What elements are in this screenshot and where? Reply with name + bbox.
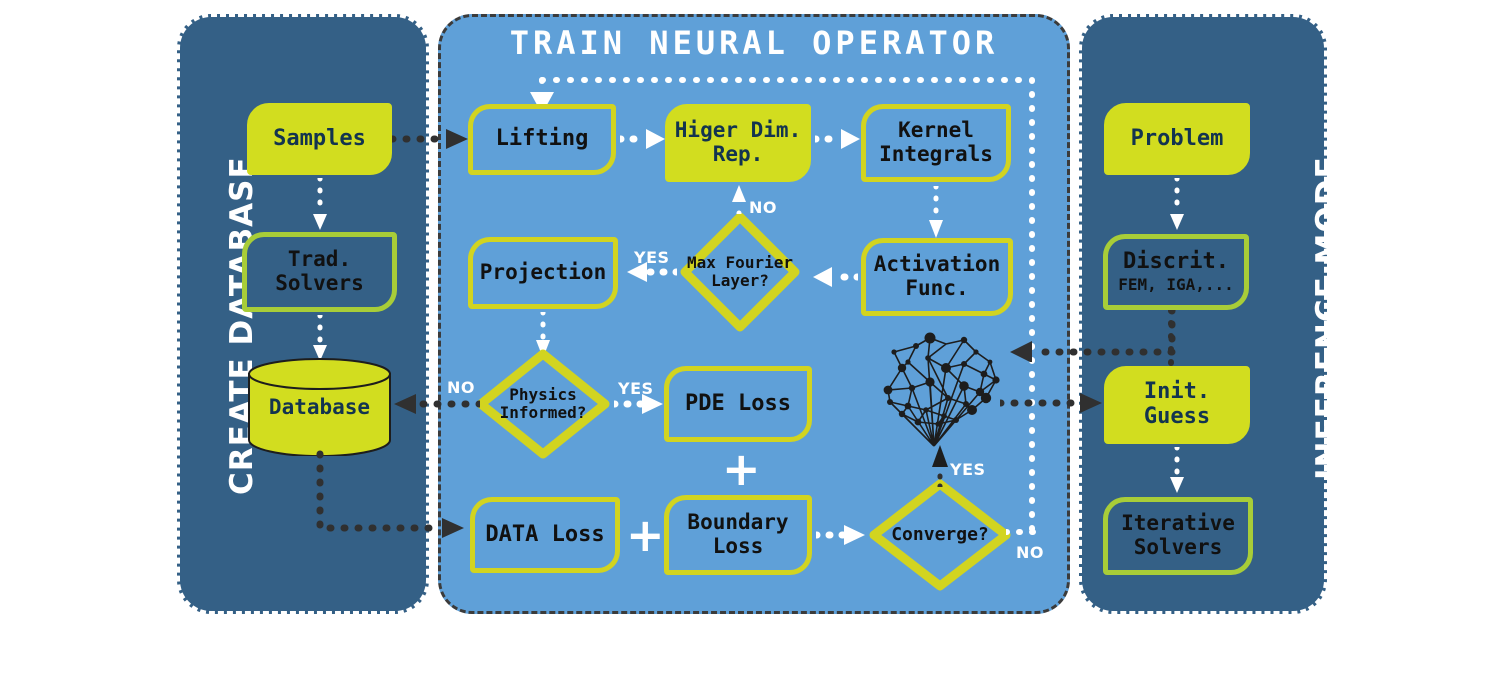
node-activation-func-label: Activation Func. xyxy=(873,252,1001,300)
edge-boundary-loss-to-converge xyxy=(812,524,866,546)
edge-problem-to-discrit xyxy=(1170,175,1184,232)
edge-init-guess-to-iterative-solvers xyxy=(1170,444,1184,495)
decision-physics-informed-label: Physics Informed? xyxy=(499,385,587,422)
panel-inference-mode-title: INFERENCE MODE xyxy=(1310,156,1346,480)
node-higher-dim-rep-label: Higer Dim. Rep. xyxy=(674,118,802,166)
neural-network-graph-icon xyxy=(868,328,1008,456)
node-trad-solvers[interactable]: Trad. Solvers xyxy=(242,232,397,312)
edge-converge-no-feedback-loop xyxy=(520,62,1040,542)
node-lifting[interactable]: Lifting xyxy=(468,104,616,175)
node-problem[interactable]: Problem xyxy=(1104,103,1250,175)
node-lifting-label: Lifting xyxy=(495,126,589,152)
node-boundary-loss-label: Boundary Loss xyxy=(687,510,789,558)
edge-physics-no-to-database xyxy=(392,393,484,415)
operator-plus-horizontal: + xyxy=(626,508,665,562)
node-data-loss-label: DATA Loss xyxy=(485,521,605,547)
decision-converge[interactable]: Converge? xyxy=(868,478,1012,592)
edge-converge-yes-to-network xyxy=(932,443,948,490)
edge-database-to-data-loss xyxy=(306,450,466,550)
node-trad-solvers-label: Trad. Solvers xyxy=(275,247,364,295)
node-database-label: Database xyxy=(268,395,371,419)
node-projection-label: Projection xyxy=(479,260,607,285)
edge-lifting-to-higher-dim xyxy=(616,128,666,150)
node-data-loss[interactable]: DATA Loss xyxy=(470,497,620,573)
edge-higher-dim-to-kernel xyxy=(811,128,861,150)
edge-label-max-fourier-no: NO xyxy=(749,198,777,217)
edge-max-fourier-no xyxy=(732,184,746,217)
node-samples[interactable]: Samples xyxy=(247,103,392,175)
node-iterative-solvers-label: Iterative Solvers xyxy=(1121,511,1235,559)
edge-physics-yes-to-pde-loss xyxy=(610,393,664,415)
decision-max-fourier-layer[interactable]: Max Fourier Layer? xyxy=(679,211,801,333)
node-boundary-loss[interactable]: Boundary Loss xyxy=(664,495,812,575)
node-pde-loss[interactable]: PDE Loss xyxy=(664,366,812,442)
node-pde-loss-label: PDE Loss xyxy=(685,390,791,416)
node-iterative-solvers[interactable]: Iterative Solvers xyxy=(1103,497,1253,575)
node-discrit-label: Discrit. FEM, IGA,... xyxy=(1118,249,1234,294)
edge-label-physics-yes: YES xyxy=(618,379,654,398)
node-higher-dim-rep[interactable]: Higer Dim. Rep. xyxy=(665,104,811,182)
edge-discrit-to-init-guess xyxy=(1160,307,1182,373)
edge-converge-no-stub xyxy=(1003,524,1040,540)
panel-train-neural-operator-title: TRAIN NEURAL OPERATOR xyxy=(509,24,999,62)
edge-activation-to-max-fourier xyxy=(812,266,862,288)
decision-converge-label: Converge? xyxy=(891,524,989,546)
node-discrit-sublabel: FEM, IGA,... xyxy=(1118,274,1234,294)
node-activation-func[interactable]: Activation Func. xyxy=(861,238,1013,316)
decision-max-fourier-layer-label: Max Fourier Layer? xyxy=(687,253,793,290)
node-discrit[interactable]: Discrit. FEM, IGA,... xyxy=(1103,234,1249,310)
edge-max-fourier-yes xyxy=(623,261,681,283)
edge-kernel-to-activation xyxy=(929,183,943,240)
edge-label-physics-no: NO xyxy=(447,378,475,397)
decision-physics-informed[interactable]: Physics Informed? xyxy=(475,348,611,460)
node-init-guess-label: Init. Guess xyxy=(1143,379,1211,429)
node-kernel-integrals[interactable]: Kernel Integrals xyxy=(861,104,1011,182)
edge-projection-to-physics xyxy=(536,309,550,360)
edge-samples-to-lifting xyxy=(388,128,470,150)
node-samples-label: Samples xyxy=(273,125,366,151)
edge-samples-to-trad-solvers xyxy=(313,175,327,232)
database-cylinder-icon xyxy=(248,358,391,458)
edge-network-to-init-guess xyxy=(996,392,1106,414)
node-init-guess[interactable]: Init. Guess xyxy=(1104,366,1250,444)
node-problem-label: Problem xyxy=(1130,125,1224,151)
edge-label-max-fourier-yes: YES xyxy=(634,248,670,267)
operator-plus-vertical: + xyxy=(722,442,761,496)
node-kernel-integrals-label: Kernel Integrals xyxy=(879,118,993,166)
node-projection[interactable]: Projection xyxy=(468,237,618,309)
edge-trad-solvers-to-database xyxy=(313,312,327,363)
edge-label-converge-no: NO xyxy=(1016,543,1044,562)
node-database[interactable]: Database xyxy=(247,358,392,458)
edge-discrit-to-network xyxy=(1000,306,1180,363)
edge-label-converge-yes: YES xyxy=(950,460,986,479)
